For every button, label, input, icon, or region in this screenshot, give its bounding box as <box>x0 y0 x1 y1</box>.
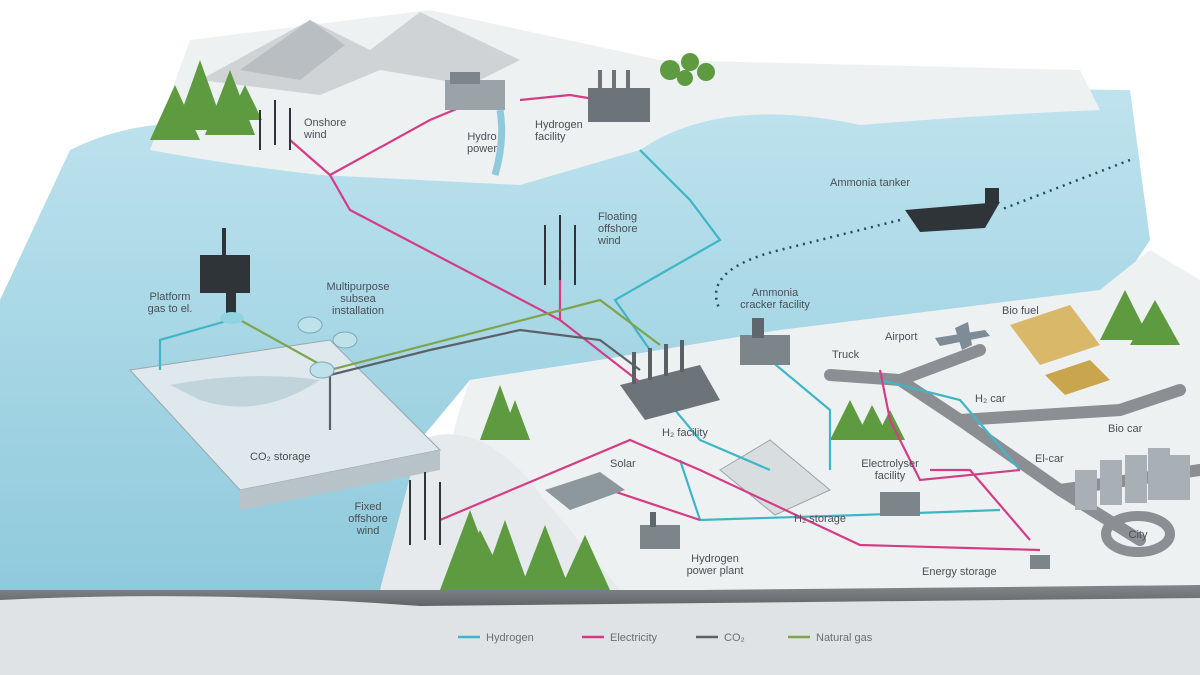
city-roundabout <box>1101 511 1175 557</box>
terrain-base <box>0 585 1200 675</box>
legend: Hydrogen Electricity CO₂ Natural gas <box>458 632 873 644</box>
hydrogen-facility-north <box>588 70 650 122</box>
label-line: Multipurpose <box>327 281 390 293</box>
h2-storage-pit <box>719 439 831 516</box>
oil-platform <box>200 228 250 324</box>
co2-storage-pit <box>128 339 442 510</box>
solar-panels <box>545 472 625 510</box>
forests <box>150 53 1180 590</box>
ammonia-tanker-ship <box>905 188 1000 232</box>
label-solar: Solar <box>610 458 636 470</box>
label-line: H₂ car <box>975 393 1006 405</box>
label-line: Solar <box>610 458 636 470</box>
hydrogen-power-plant <box>640 512 680 549</box>
label-line: Bio car <box>1108 423 1143 435</box>
electricity-lines <box>289 93 1041 552</box>
airplane <box>935 322 990 350</box>
label-line: cracker facility <box>740 299 810 311</box>
label-truck: Truck <box>832 349 860 361</box>
label-line: power plant <box>687 565 744 577</box>
label-line: CO₂ storage <box>250 451 311 463</box>
co2-lines <box>328 328 641 430</box>
label-line: wind <box>303 129 327 141</box>
label-line: Hydro <box>467 131 496 143</box>
label-line: Bio fuel <box>1002 305 1039 317</box>
label-line: Airport <box>885 331 917 343</box>
h2-facility-plant <box>620 340 720 420</box>
label-line: power <box>467 143 497 155</box>
onshore-wind-turbines <box>259 100 291 150</box>
label-city: City <box>1129 529 1148 541</box>
legend-label-natural-gas: Natural gas <box>816 632 873 644</box>
label-line: Ammonia <box>752 287 799 299</box>
legend-item-hydrogen: Hydrogen <box>458 632 534 644</box>
label-energy-storage: Energy storage <box>922 566 997 578</box>
label-co2-storage: CO₂ storage <box>250 451 311 463</box>
label-line: Floating <box>598 211 637 223</box>
label-line: Hydrogen <box>691 553 739 565</box>
subsea-installation <box>297 316 358 379</box>
legend-item-electricity: Electricity <box>582 632 658 644</box>
legend-item-co2: CO₂ <box>696 632 745 644</box>
city-buildings <box>1075 448 1190 510</box>
ammonia-cracker-facility <box>740 318 790 365</box>
label-line: Platform <box>150 291 191 303</box>
label-line: facility <box>875 470 906 482</box>
label-line: Electrolyser <box>861 458 919 470</box>
label-line: Ammonia tanker <box>830 177 910 189</box>
legend-label-co2: CO₂ <box>724 632 745 644</box>
label-h2-car: H₂ car <box>975 393 1006 405</box>
label-h2-storage: H₂ storage <box>794 513 846 525</box>
label-line: Energy storage <box>922 566 997 578</box>
label-line: wind <box>356 525 380 537</box>
label-airport: Airport <box>885 331 917 343</box>
natural-gas-lines <box>239 298 661 372</box>
label-bio-car: Bio car <box>1108 423 1143 435</box>
label-line: H₂ facility <box>662 427 708 439</box>
label-line: Fixed <box>355 501 382 513</box>
label-ammonia-tanker: Ammonia tanker <box>830 177 910 189</box>
label-line: wind <box>597 235 621 247</box>
legend-item-natural-gas: Natural gas <box>788 632 873 644</box>
legend-label-hydrogen: Hydrogen <box>486 632 534 644</box>
label-h2-facility: H₂ facility <box>662 427 708 439</box>
label-line: H₂ storage <box>794 513 846 525</box>
southern-land <box>380 250 1200 590</box>
label-line: gas to el. <box>148 303 193 315</box>
label-line: installation <box>332 305 384 317</box>
legend-label-electricity: Electricity <box>610 632 658 644</box>
floating-offshore-wind-turbines <box>544 215 576 285</box>
hydro-power-plant <box>445 72 506 176</box>
label-line: El-car <box>1035 453 1064 465</box>
label-line: Hydrogen <box>535 119 583 131</box>
label-line: facility <box>535 131 566 143</box>
label-line: offshore <box>348 513 388 525</box>
label-el-car: El-car <box>1035 453 1064 465</box>
label-line: subsea <box>340 293 376 305</box>
label-line: Onshore <box>304 117 346 129</box>
fixed-offshore-wind-turbines <box>409 472 441 545</box>
bio-fuel-plant <box>1010 305 1110 395</box>
label-line: City <box>1129 529 1148 541</box>
label-bio-fuel: Bio fuel <box>1002 305 1039 317</box>
energy-storage-unit <box>1030 555 1050 569</box>
label-line: Truck <box>832 349 860 361</box>
electrolyser-facility <box>880 492 920 516</box>
label-line: offshore <box>598 223 638 235</box>
